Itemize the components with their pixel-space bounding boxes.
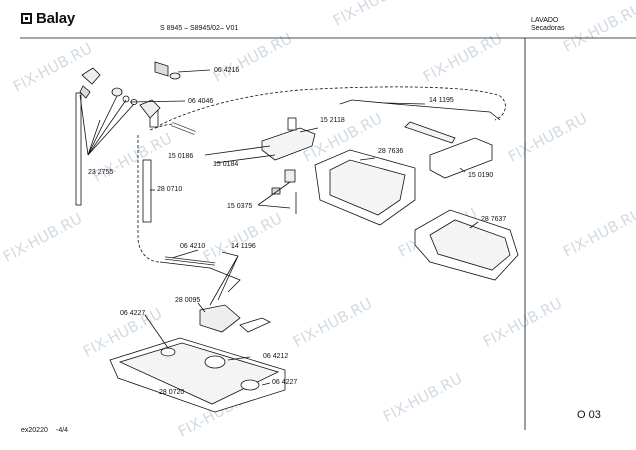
brand-logo: Balay	[21, 10, 75, 27]
part-label: 14 1196	[231, 243, 256, 250]
housing-block	[429, 137, 493, 179]
wire-harness	[339, 99, 501, 121]
page-indicator: -4/4	[56, 427, 69, 434]
hex-nut	[154, 61, 169, 77]
logo-square-icon	[21, 13, 32, 24]
pump-unit	[199, 304, 241, 333]
subcategory-label: Secadoras	[531, 25, 565, 32]
part-label: 28 0710	[157, 186, 183, 193]
part-label: 15 0184	[213, 161, 239, 168]
hose-route-line-left	[137, 135, 161, 263]
seal-ring	[204, 355, 226, 369]
brand-name: Balay	[36, 10, 76, 27]
drawing-code: ex20220	[21, 427, 48, 434]
part-label: 28 0095	[175, 297, 201, 304]
part-label: 06 4216	[214, 67, 240, 74]
mounting-bracket	[261, 127, 316, 161]
section-code: O 03	[577, 409, 601, 421]
part-label: 15 0375	[227, 203, 253, 210]
part-label: 06 4046	[188, 98, 214, 105]
part-label: 06 4227	[272, 379, 298, 386]
connector-ring	[111, 87, 123, 97]
category-label: LAVADO	[531, 17, 559, 24]
angle-fitting	[81, 67, 101, 85]
part-label: 06 4210	[180, 243, 206, 250]
tube-mid	[142, 159, 152, 223]
hose-route-line	[159, 86, 506, 126]
part-label: 28 7636	[378, 148, 404, 155]
part-label: 23 2755	[88, 169, 114, 176]
part-label: 15 0186	[168, 153, 194, 160]
part-label: 28 0720	[159, 389, 185, 396]
tube-left	[75, 92, 82, 206]
part-label: 15 0190	[468, 172, 494, 179]
part-label: 14 1195	[429, 97, 454, 104]
model-designation: S 8945 – S8945/02– V01	[160, 25, 239, 32]
part-label: 06 4227	[120, 310, 146, 317]
clip-part	[284, 169, 296, 183]
part-label: 28 7637	[481, 216, 507, 223]
part-label: 15 2118	[320, 117, 345, 124]
valve-elbow	[139, 99, 161, 119]
part-label: 06 4212	[263, 353, 289, 360]
sensor-bar	[404, 121, 456, 144]
